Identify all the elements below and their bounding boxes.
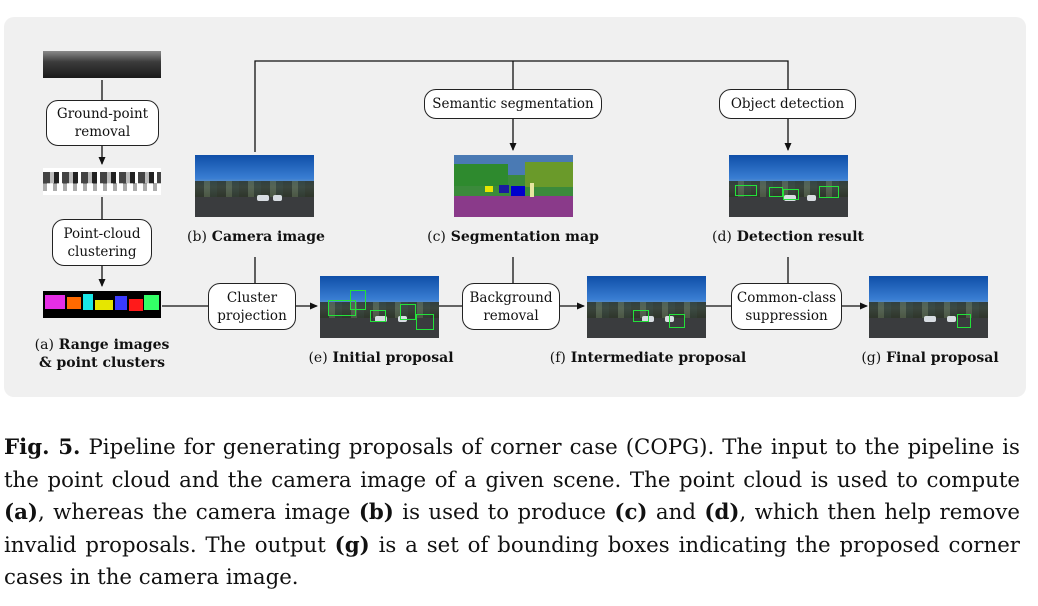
label-a-tag: (a) [34,337,54,353]
caption-fig-label: Fig. 5. [4,435,81,460]
label-e-tag: (e) [308,350,328,366]
label-c-tag: (c) [427,229,446,245]
background-box-line1: Background [469,289,553,306]
cluster-box-line1: Point-cloud [63,225,141,242]
caption-text-4: and [647,500,705,525]
caption-text-2: , whereas the camera image [37,500,359,525]
detection-bbox [769,187,783,197]
caption-ref-b: (b) [358,500,394,525]
proposal-bbox [633,310,649,322]
label-a-line2: & point clusters [38,355,165,371]
label-f-text: Intermediate proposal [570,350,747,366]
proposal-bbox [957,314,971,328]
ground-box-line2: removal [74,124,131,140]
label-g: (g) Final proposal [850,350,1010,366]
caption-ref-d: (d) [704,500,740,525]
label-d-text: Detection result [736,229,865,245]
connector-top-loop [254,60,789,152]
point-clusters-image [43,291,161,318]
detection-bbox [819,186,839,198]
background-box-line2: removal [483,307,539,324]
projection-box-line2: projection [217,307,287,324]
label-d: (d) Detection result [700,229,876,245]
proposal-bbox [669,314,685,328]
semantic-box-label: Semantic segmentation [432,96,594,112]
label-e: (e) Initial proposal [296,350,466,366]
proposal-bbox [370,310,386,322]
range-image [43,51,161,78]
label-b: (b) Camera image [176,229,336,245]
caption-text-5: , which then help remove invalid proposa… [4,500,1020,558]
caption-text-6: is a set of bounding boxes indicating th… [4,532,1020,591]
label-f: (f) Intermediate proposal [533,350,763,366]
label-c-text: Segmentation map [450,229,599,245]
caption-ref-a: (a) [4,500,38,525]
detection-bbox [783,189,799,200]
cluster-box-line2: clustering [67,243,137,260]
proposal-bbox [416,314,434,330]
proposal-bbox [350,290,366,310]
camera-image [195,155,314,217]
intermediate-proposal-image [587,276,706,338]
range-image-ground-removed [43,168,161,195]
proposal-bbox [328,300,356,316]
final-proposal-image [869,276,988,338]
projection-box-line1: Cluster [226,289,278,306]
label-e-text: Initial proposal [332,350,454,366]
detection-result-image [729,155,848,217]
object-box-label: Object detection [730,96,845,112]
semantic-segmentation-box: Semantic segmentation [424,89,602,119]
ground-point-removal-box: Ground-point removal [46,100,159,146]
figure-caption: Fig. 5. Pipeline for generating proposal… [4,432,1020,595]
label-a: (a) Range images & point clusters [22,336,182,372]
label-b-text: Camera image [211,229,325,245]
label-b-tag: (b) [187,229,207,245]
common-box-line1: Common-class [736,289,837,306]
caption-ref-c: (c) [614,500,648,525]
ground-box-line1: Ground-point [56,106,149,122]
label-a-line1: Range images [58,337,170,353]
detection-bbox [735,185,757,196]
label-d-tag: (d) [711,229,732,245]
label-f-tag: (f) [549,350,566,366]
label-g-tag: (g) [861,350,882,366]
initial-proposal-image [320,276,439,338]
object-detection-box: Object detection [719,89,856,119]
caption-text-1: Pipeline for generating proposals of cor… [4,435,1020,493]
label-g-text: Final proposal [886,350,999,366]
segmentation-map-image [454,155,573,217]
label-c: (c) Segmentation map [413,229,613,245]
proposal-bbox [400,304,416,320]
caption-text-3: is used to produce [393,500,615,525]
caption-ref-g: (g) [334,532,370,558]
common-box-line2: suppression [745,307,828,324]
